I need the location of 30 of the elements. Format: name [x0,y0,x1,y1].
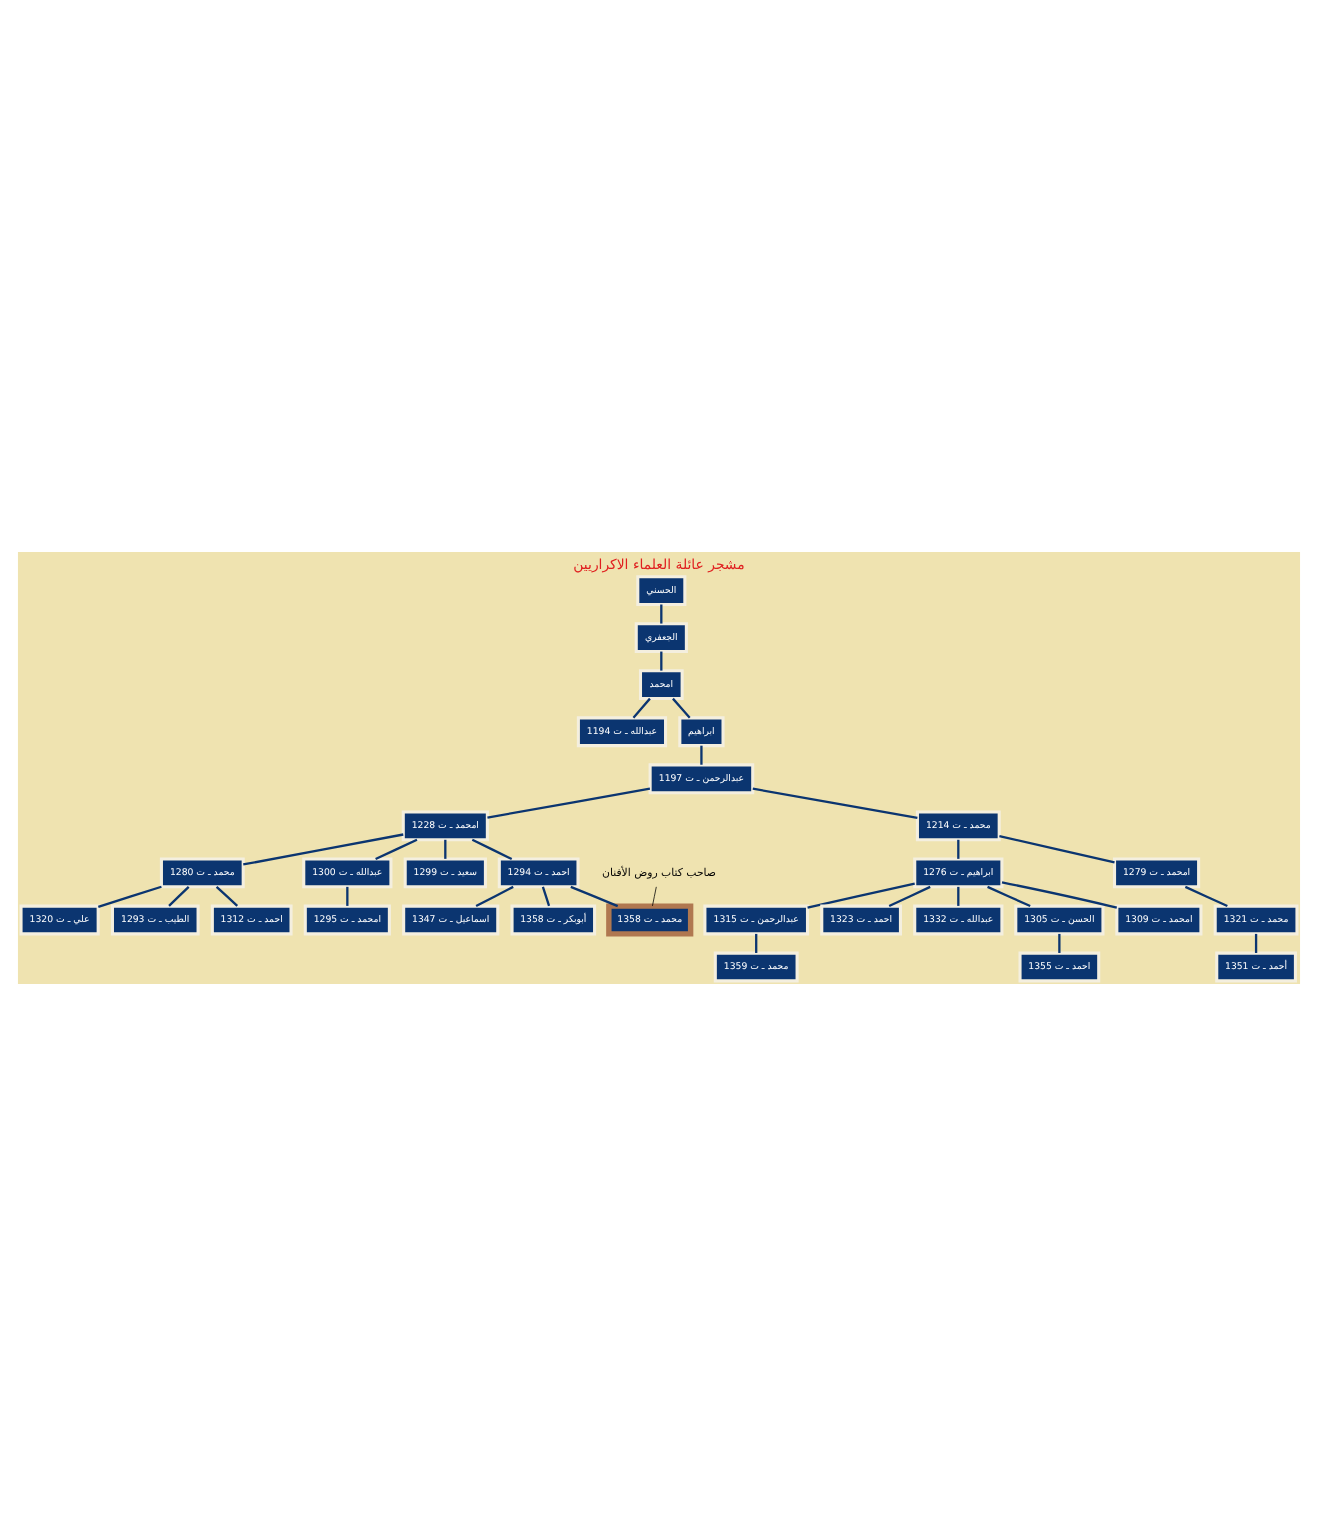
connector [660,604,663,624]
connector [475,885,514,908]
connector [987,885,1031,908]
connector [215,886,239,907]
connector [97,885,162,908]
connector [570,885,619,908]
connector [346,886,349,906]
connector [957,839,960,859]
connector [541,886,551,907]
connector [1184,885,1228,908]
connector [652,886,657,907]
connector [487,787,651,819]
connector [999,834,1115,864]
connector [752,787,918,819]
connector [471,838,513,861]
connector [672,697,691,719]
connector [444,839,447,859]
connector [660,651,663,671]
connector [632,697,651,719]
connector [1058,933,1061,953]
connector [243,833,404,866]
connector [957,886,960,906]
connector [1254,933,1258,953]
connector [1001,881,1118,909]
connector [755,933,758,953]
connector [807,882,915,909]
connector [700,745,703,765]
connector [375,838,418,861]
connector [168,886,190,907]
connector [888,885,931,908]
